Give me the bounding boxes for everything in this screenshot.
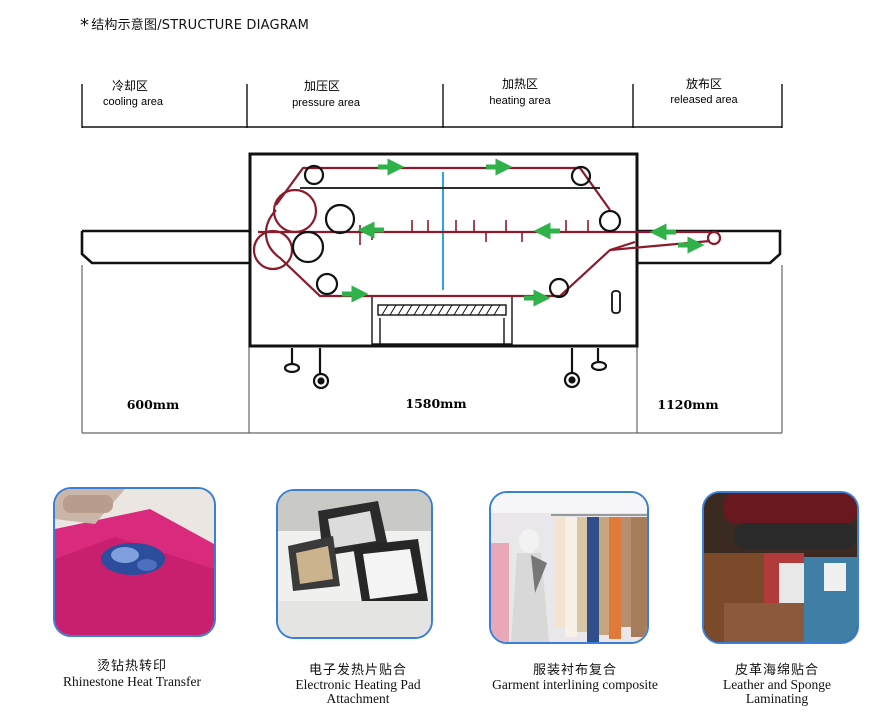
machine-legs [283, 348, 608, 390]
title-text: 结构示意图/STRUCTURE DIAGRAM [91, 18, 310, 33]
roller-big [272, 188, 318, 234]
roller-press-a [324, 203, 356, 235]
garment-rack-photo [491, 493, 647, 642]
app-leather-cn: 皮革海绵贴合 [734, 663, 819, 678]
zone-cooling-cn: 冷却区 [112, 79, 148, 93]
page-title: *结构示意图/STRUCTURE DIAGRAM [80, 14, 309, 36]
app-rhinestone-en: Rhinestone Heat Transfer [63, 674, 201, 689]
photo-rhinestone [53, 487, 216, 637]
zone-pressure-cn: 加压区 [304, 79, 340, 93]
app-garment-cn: 服装衬布复合 [532, 663, 617, 678]
roller-bottom-right [548, 277, 570, 299]
photo-leather [702, 491, 859, 644]
roller-press-b [291, 230, 325, 264]
app-heating-pad-cn: 电子发热片贴合 [308, 663, 407, 678]
photo-heating-pad [276, 489, 433, 639]
zone-released-en: released area [670, 94, 738, 106]
conveyor-belts [258, 166, 711, 298]
pink-tshirt-rhinestone-photo [55, 489, 214, 635]
dimension-release: 1120mm [657, 397, 718, 412]
heating-pad-photo [278, 491, 431, 637]
rollers [252, 164, 722, 299]
zone-pressure-en: pressure area [292, 97, 361, 109]
app-heating-pad-en-2: Attachment [326, 691, 390, 706]
direction-arrows [342, 158, 705, 307]
heating-plate-hatch [381, 304, 501, 316]
leather-sponge-photo [704, 493, 857, 642]
roller-bottom-left [315, 272, 339, 296]
machine-body [248, 152, 639, 348]
app-heating-pad-en-1: Electronic Heating Pad [295, 677, 421, 692]
zone-cooling-en: cooling area [103, 96, 164, 108]
zone-heating-cn: 加热区 [502, 77, 538, 91]
control-slot [611, 290, 621, 314]
dimension-main: 1580mm [405, 396, 466, 411]
photo-garment [489, 491, 649, 644]
dimension-cooling: 600mm [127, 397, 180, 412]
roller-top-right [570, 165, 592, 187]
roller-heat-right [598, 209, 622, 233]
side-tables [80, 229, 782, 265]
machine-base [81, 265, 783, 434]
zone-heating-en: heating area [489, 95, 551, 107]
roller-top-left [303, 164, 325, 186]
roller-left-belt [252, 229, 294, 271]
heating-plate [371, 295, 513, 345]
app-leather-en-1: Leather and Sponge [723, 677, 831, 692]
app-leather-en-2: Laminating [745, 691, 809, 706]
app-rhinestone-cn: 烫钻热转印 [96, 659, 167, 674]
app-garment-en: Garment interlining composite [492, 677, 658, 692]
zone-released-cn: 放布区 [686, 76, 722, 91]
roller-release [706, 230, 722, 246]
title-star: * [80, 15, 90, 36]
zone-header [81, 84, 783, 128]
